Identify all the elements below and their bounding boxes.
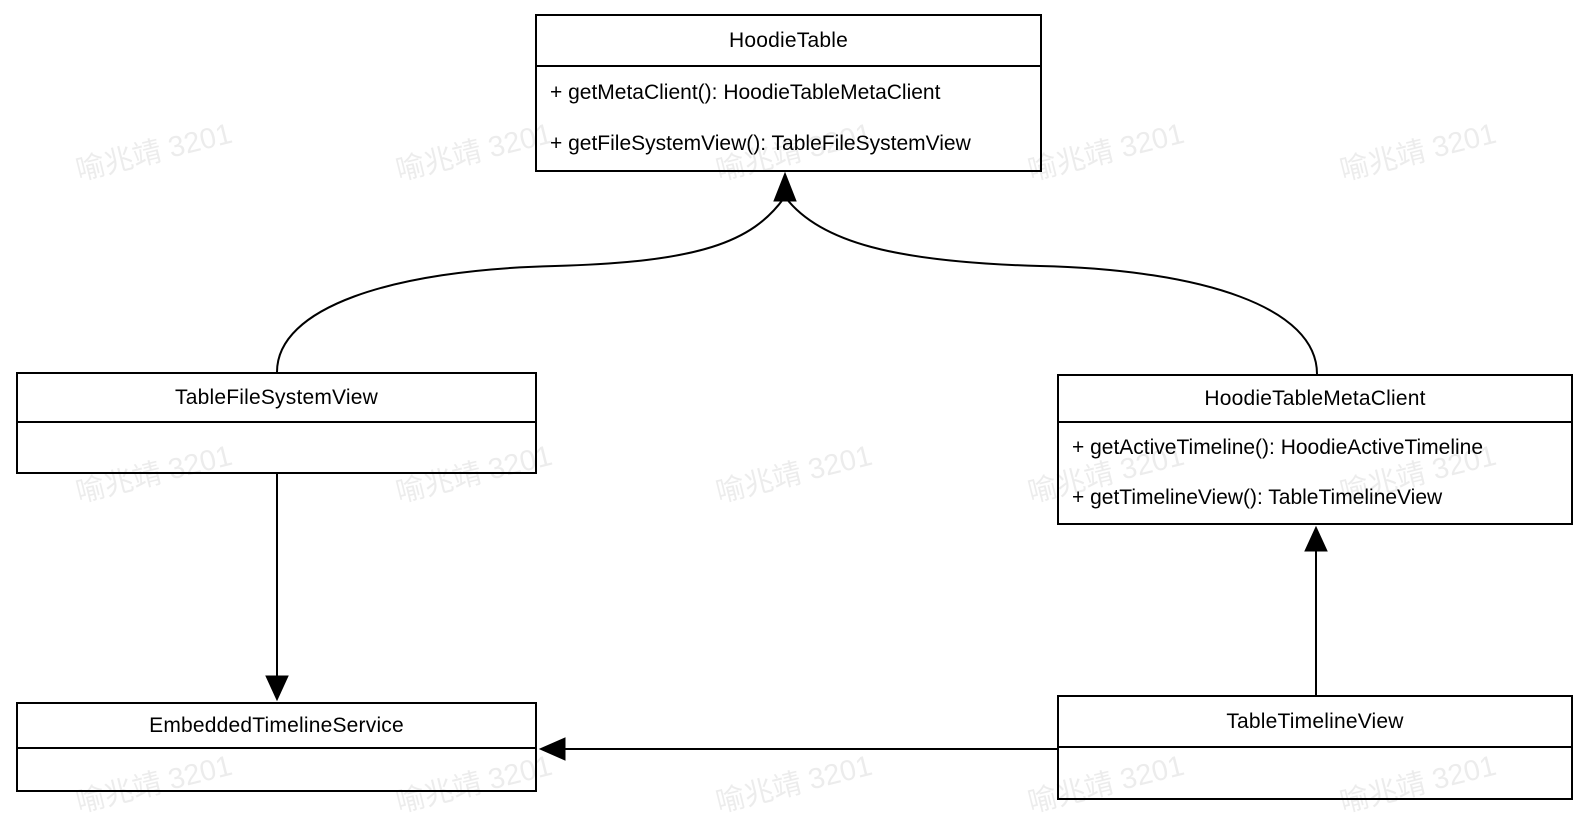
class-tablefilesystemview-title: TableFileSystemView: [18, 374, 535, 423]
class-hoodietable-title: HoodieTable: [537, 16, 1040, 67]
class-tablefilesystemview-empty-compartment: [18, 423, 535, 472]
class-embeddedtimelineservice-title: EmbeddedTimelineService: [18, 704, 535, 749]
class-hoodietablemetaclient-methods: + getActiveTimeline(): HoodieActiveTimel…: [1059, 423, 1571, 523]
class-embeddedtimelineservice-empty-compartment: [18, 749, 535, 790]
arrowhead-up-hoodietablemetaclient: [1304, 525, 1328, 552]
class-hoodietable-methods: + getMetaClient(): HoodieTableMetaClient…: [537, 67, 1040, 170]
class-tabletimelineview-empty-compartment: [1059, 748, 1571, 798]
class-tabletimelineview: TableTimelineView: [1057, 695, 1573, 800]
method-getmetaclient: + getMetaClient(): HoodieTableMetaClient: [550, 80, 941, 104]
arrowhead-down-embeddedtimelineservice: [265, 675, 289, 702]
class-tablefilesystemview: TableFileSystemView: [16, 372, 537, 474]
class-tabletimelineview-title: TableTimelineView: [1059, 697, 1571, 748]
method-getactivetimeline: + getActiveTimeline(): HoodieActiveTimel…: [1072, 436, 1484, 459]
arrowhead-left-embeddedtimelineservice: [538, 737, 566, 761]
class-hoodietablemetaclient: HoodieTableMetaClient + getActiveTimelin…: [1057, 374, 1573, 525]
arrowhead-up-hoodietable: [773, 171, 797, 202]
edge-hoodietablemetaclient-to-hoodietable: [785, 197, 1318, 375]
class-embeddedtimelineservice: EmbeddedTimelineService: [16, 702, 537, 792]
edge-tablefilesystemview-to-hoodietable: [276, 197, 785, 373]
class-hoodietable: HoodieTable + getMetaClient(): HoodieTab…: [535, 14, 1042, 172]
class-hoodietablemetaclient-title: HoodieTableMetaClient: [1059, 376, 1571, 423]
method-getfilesystemview: + getFileSystemView(): TableFileSystemVi…: [550, 132, 971, 156]
method-gettimelineview: + getTimelineView(): TableTimelineView: [1072, 486, 1443, 509]
